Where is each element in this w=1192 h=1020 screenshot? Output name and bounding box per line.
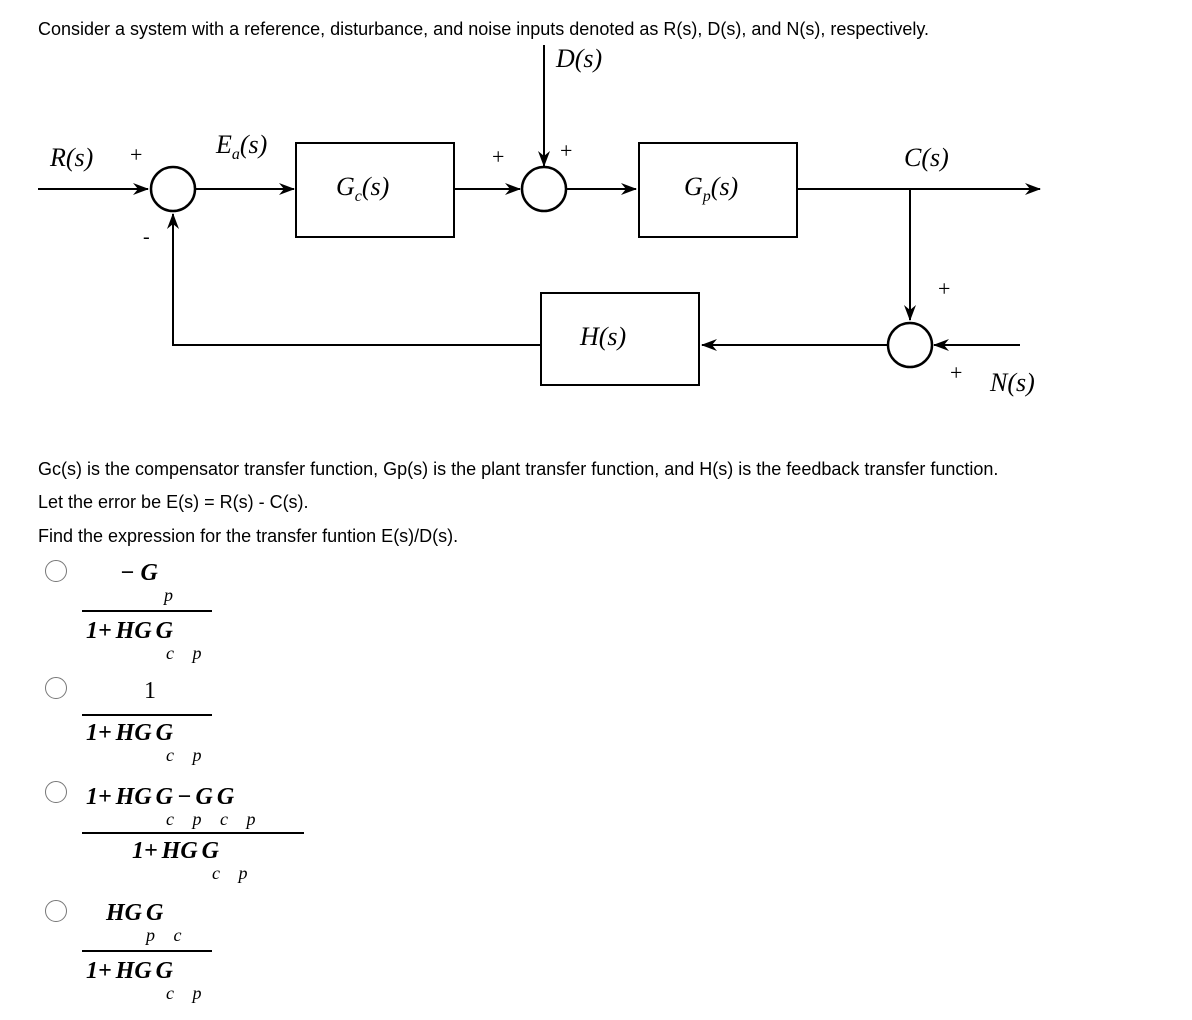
sign-plus-d: +: [560, 138, 573, 163]
sign-plus-branch: +: [938, 276, 951, 301]
label-disturbance: D(s): [556, 44, 603, 73]
option-2-fraction-bar: [82, 714, 212, 716]
option-4-numerator: HG G: [106, 900, 164, 926]
summing-junction-3: [886, 321, 934, 369]
option-1-fraction-bar: [82, 610, 212, 612]
option-4-denominator: 1+ HG G: [86, 958, 174, 984]
option-2-radio[interactable]: [45, 677, 67, 699]
feedback-block: [540, 292, 700, 386]
signal-line-feedback: [167, 213, 541, 346]
option-2-denominator-sub: c p: [166, 745, 202, 765]
question-line-2: Let the error be E(s) = R(s) - C(s).: [38, 492, 309, 512]
sign-minus-feedback: -: [143, 226, 150, 248]
option-3-fraction-bar: [82, 832, 304, 834]
option-4-radio[interactable]: [45, 900, 67, 922]
option-1-numerator-sub: p: [164, 585, 173, 605]
option-4-numerator-sub: p c: [146, 925, 182, 945]
option-1-numerator: − G: [120, 560, 158, 586]
option-1-denominator-sub: c p: [166, 643, 202, 663]
label-actuating-error: Ea(s): [216, 130, 268, 164]
label-plant: Gp(s): [684, 172, 739, 206]
option-1-radio[interactable]: [45, 560, 67, 582]
label-reference-input: R(s): [50, 143, 94, 172]
option-3-denominator: 1+ HG G: [132, 838, 220, 864]
question-intro: Consider a system with a reference, dist…: [38, 19, 930, 39]
label-feedback: H(s): [580, 322, 627, 351]
option-4-fraction-bar: [82, 950, 212, 952]
option-1-denominator: 1+ HG G: [86, 618, 174, 644]
option-2-numerator: 1: [144, 678, 156, 704]
block-diagram: [38, 45, 1041, 386]
sign-plus-gc: +: [492, 144, 505, 169]
option-3-denominator-sub: c p: [212, 863, 248, 883]
label-noise: N(s): [990, 368, 1035, 397]
summing-junction-1: [149, 165, 197, 213]
option-3-radio[interactable]: [45, 781, 67, 803]
option-2-denominator: 1+ HG G: [86, 720, 174, 746]
summing-junction-2: [520, 165, 568, 213]
sign-plus-r: +: [130, 142, 143, 167]
option-4-denominator-sub: c p: [166, 983, 202, 1003]
label-output: C(s): [904, 143, 949, 172]
question-line-3: Find the expression for the transfer fun…: [38, 526, 459, 546]
question-line-1: Gc(s) is the compensator transfer functi…: [38, 459, 999, 479]
sign-plus-noise: +: [950, 360, 963, 385]
option-3-numerator-sub: c p c p: [166, 809, 256, 829]
option-3-numerator: 1+ HG G − G G: [86, 784, 235, 810]
label-compensator: Gc(s): [336, 172, 390, 206]
